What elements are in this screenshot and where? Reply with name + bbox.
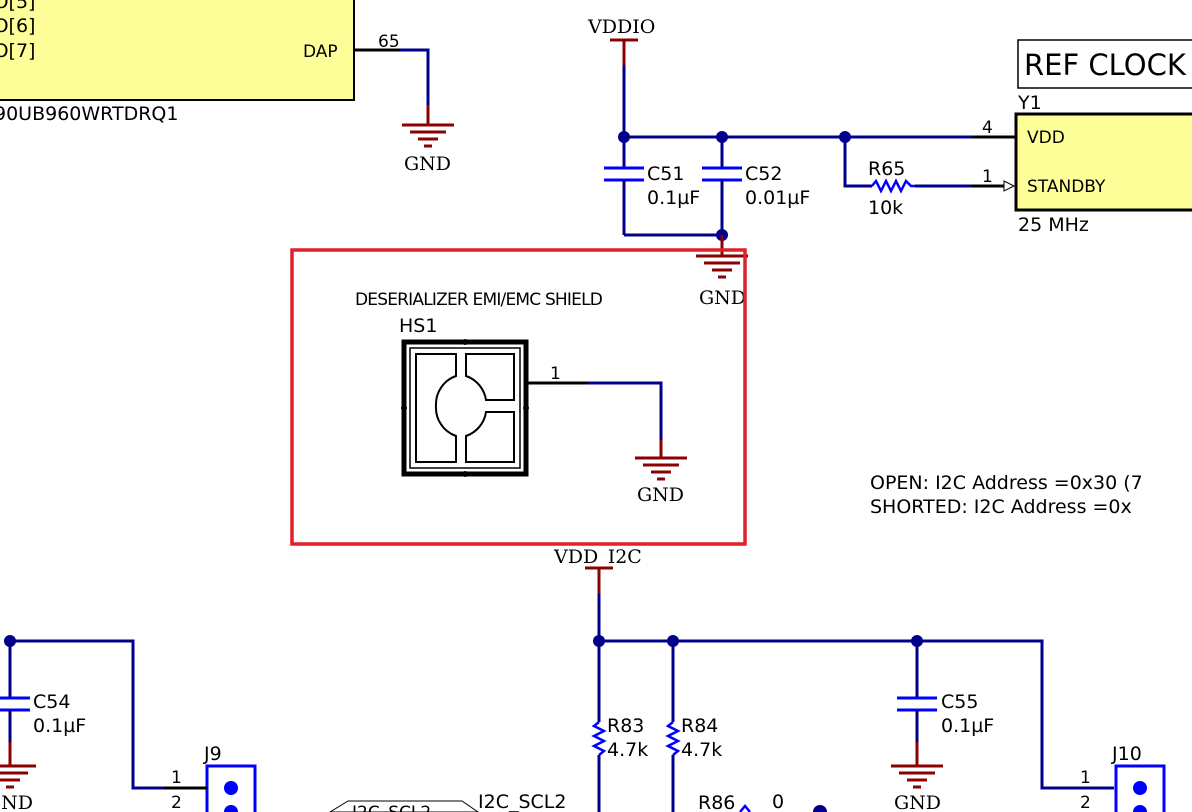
gnd-label-c54: GND xyxy=(0,792,33,812)
c52-value: 0.01µF xyxy=(745,187,810,209)
resistor-r83: R83 4.7k xyxy=(591,641,648,812)
i2c-note-open: OPEN: I2C Address =0x30 (7 xyxy=(870,472,1143,494)
dap-ground-wire: GND xyxy=(354,48,454,175)
r84-name: R84 xyxy=(681,715,718,737)
y1-vdd-pin: VDD xyxy=(1027,128,1065,148)
r83-name: R83 xyxy=(607,715,644,737)
ref-clock-block: REF CLOCK Y1 4 VDD 1 STANDBY 25 MHz xyxy=(972,39,1192,236)
r65-name: R65 xyxy=(868,158,905,180)
i2c-scl2-net-label: I2C_SCL2 xyxy=(478,791,566,812)
shield-title: DESERIALIZER EMI/EMC SHIELD xyxy=(355,290,603,310)
c52-name: C52 xyxy=(745,163,782,185)
i2c-scl2-port: I2C_SCL2 I2C_SCL2 xyxy=(329,791,566,812)
resistor-r86: R86 0 xyxy=(698,791,827,812)
vddio-label: VDDIO xyxy=(587,16,655,38)
ic-pin-io7: IO[7] xyxy=(0,40,35,62)
ic-pin-io6: IO[6] xyxy=(0,15,35,37)
j10-pin2-number: 2 xyxy=(1080,793,1091,812)
y1-standby-pin: STANDBY xyxy=(1027,177,1106,197)
gnd-label-decoupling: GND xyxy=(699,287,746,309)
y1-vdd-pin-number: 4 xyxy=(982,118,993,138)
r86-value: 0 xyxy=(772,791,784,812)
r83-value: 4.7k xyxy=(607,739,648,761)
c51-value: 0.1µF xyxy=(647,187,700,209)
c55-value: 0.1µF xyxy=(941,715,994,737)
c55-name: C55 xyxy=(941,691,978,713)
c54-name: C54 xyxy=(33,691,70,713)
gnd-label-dap: GND xyxy=(404,153,451,175)
y1-standby-pin-number: 1 xyxy=(982,167,993,187)
capacitor-c52: C52 0.01µF xyxy=(702,137,810,235)
header-j9: J9 1 2 xyxy=(164,743,257,812)
vdd-i2c-net: VDD_I2C xyxy=(553,546,1114,790)
r86-name: R86 xyxy=(698,792,735,812)
gnd-label-c55: GND xyxy=(894,792,941,812)
resistor-r84: R84 4.7k xyxy=(665,641,722,812)
ic-pin-io5: IO[5] xyxy=(0,0,35,13)
resistor-r65: R65 10k xyxy=(843,137,972,219)
i2c-address-note: OPEN: I2C Address =0x30 (7 SHORTED: I2C … xyxy=(870,472,1143,518)
ic-block-ub960: IO[5] IO[6] IO[7] DAP 65 90UB960WRTDRQ1 xyxy=(0,0,400,125)
ic-dap-pin-number: 65 xyxy=(378,32,400,52)
c51-name: C51 xyxy=(647,163,684,185)
hs1-pin-number: 1 xyxy=(550,364,561,384)
j9-pin2-number: 2 xyxy=(171,793,182,812)
j9-designator: J9 xyxy=(203,743,222,765)
capacitor-c51: C51 0.1µF xyxy=(604,137,700,235)
capacitor-c54: C54 0.1µF GND xyxy=(0,635,164,812)
emi-shield-block: DESERIALIZER EMI/EMC SHIELD HS1 1 GND xyxy=(290,248,747,546)
ref-clock-title: REF CLOCK xyxy=(1024,48,1187,82)
c54-value: 0.1µF xyxy=(33,715,86,737)
highlight-box xyxy=(290,248,747,546)
shield-icon xyxy=(401,339,529,477)
ic-part-number: 90UB960WRTDRQ1 xyxy=(0,103,178,125)
j10-pin1-number: 1 xyxy=(1080,768,1091,788)
i2c-scl2-port-label: I2C_SCL2 xyxy=(352,803,431,812)
y1-designator: Y1 xyxy=(1017,92,1042,114)
ic-pin-dap: DAP xyxy=(303,42,338,62)
j9-pin1-number: 1 xyxy=(171,768,182,788)
r84-value: 4.7k xyxy=(681,739,722,761)
hs1-designator: HS1 xyxy=(399,315,437,337)
i2c-note-shorted: SHORTED: I2C Address =0x xyxy=(870,496,1132,518)
r65-value: 10k xyxy=(868,197,903,219)
vdd-i2c-label: VDD_I2C xyxy=(553,546,642,568)
gnd-label-shield: GND xyxy=(637,484,684,506)
capacitor-c55: C55 0.1µF GND xyxy=(891,641,994,812)
header-j10: J10 1 2 xyxy=(1080,743,1166,812)
j10-designator: J10 xyxy=(1111,743,1142,765)
y1-frequency: 25 MHz xyxy=(1018,214,1089,236)
decoupling-ground: GND xyxy=(624,229,748,309)
vddio-net: VDDIO xyxy=(587,16,1016,143)
